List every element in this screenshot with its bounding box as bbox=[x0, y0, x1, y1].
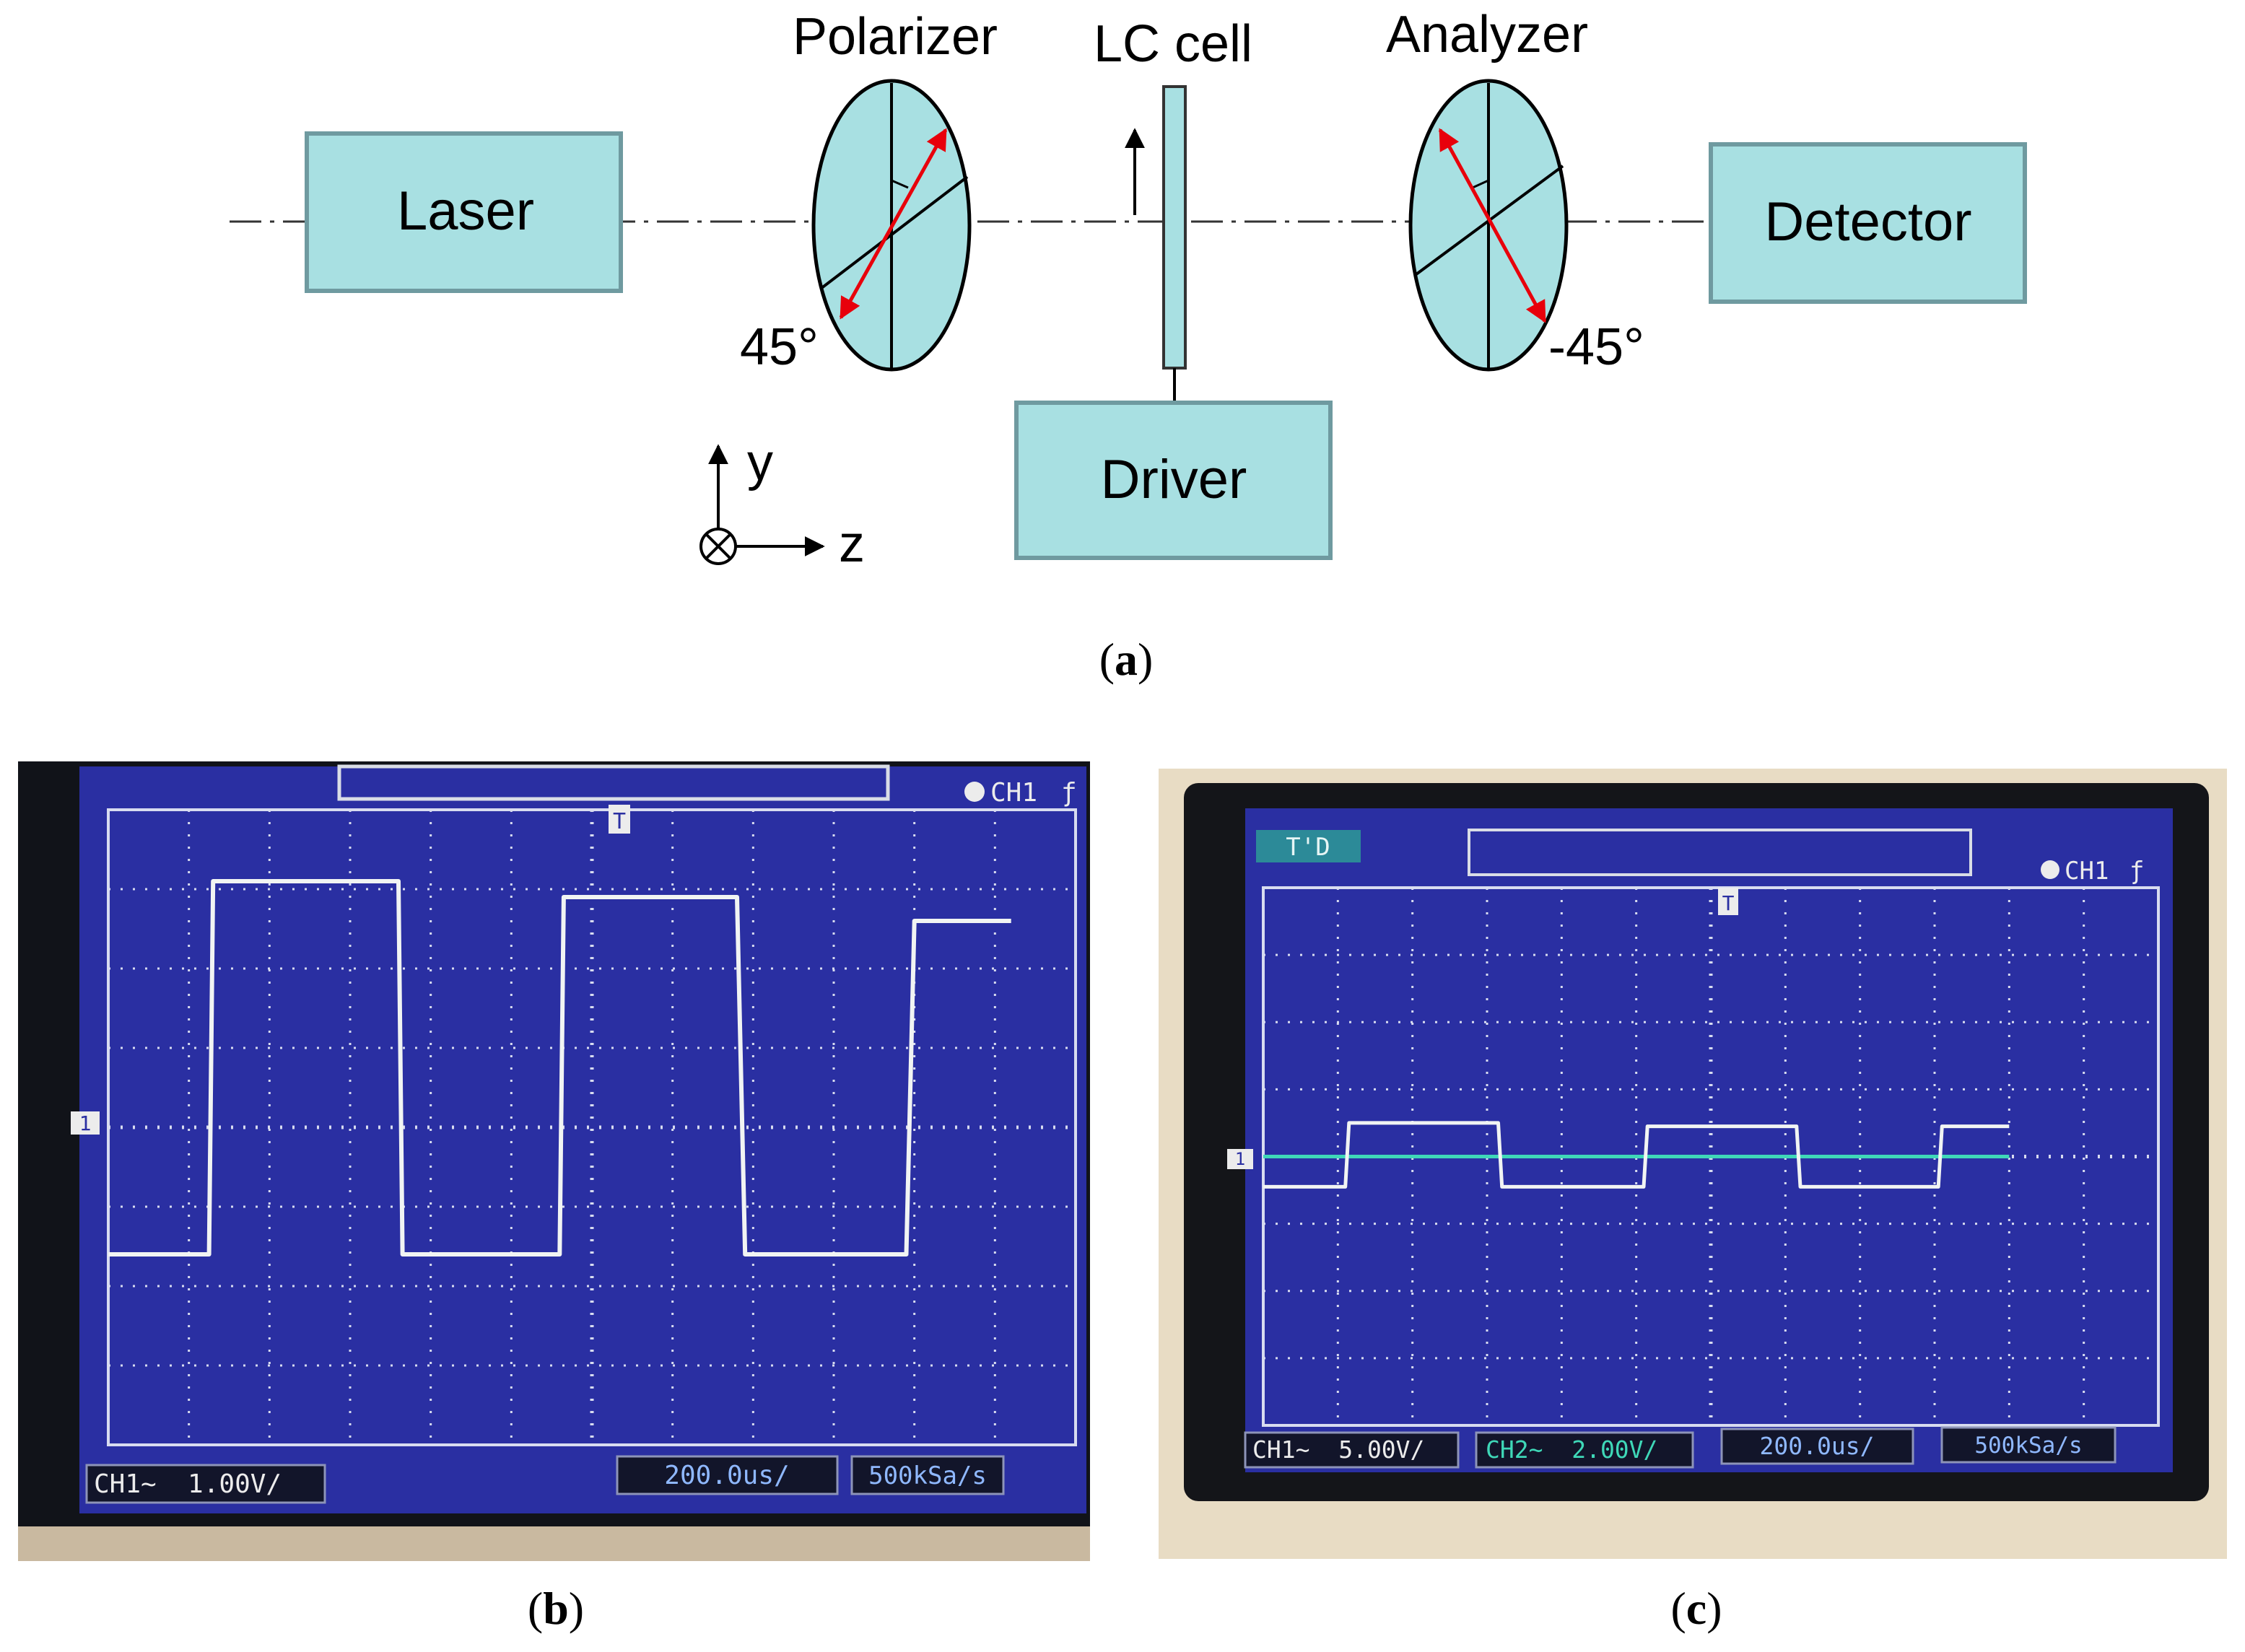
scope-c-mode-indicator: T'D bbox=[1256, 830, 1361, 862]
scope-c-status-bar: CH1~ 5.00V/ CH2~ 2.00V/ 200.0us/ 500kSa/… bbox=[1244, 1426, 2117, 1469]
svg-text:ƒ: ƒ bbox=[1061, 778, 1077, 808]
caption-a: (a) bbox=[1099, 634, 1154, 685]
coordinate-axes: y z bbox=[699, 434, 865, 573]
caption-c: (c) bbox=[1670, 1583, 1722, 1634]
svg-text:CH1: CH1 bbox=[2065, 857, 2109, 886]
svg-text:T: T bbox=[1722, 891, 1735, 915]
scope-b-trigger-marker: T bbox=[609, 805, 630, 834]
lc-cell-label: LC cell bbox=[1094, 15, 1252, 73]
scope-b-ch1-trace bbox=[108, 879, 1011, 1257]
analyzer-polarization-arrow bbox=[1438, 128, 1547, 323]
driver-label: Driver bbox=[1101, 449, 1247, 510]
laser-label: Laser bbox=[397, 180, 534, 242]
lc-cell: LC cell bbox=[1094, 15, 1252, 403]
scope-b-top-info-bar bbox=[337, 764, 890, 801]
scope-c-ch1-marker: 1 bbox=[1227, 1149, 1253, 1169]
oscilloscope-c: T'D CH1 ƒ T 1 CH1~ 5.00V/ CH2~ 2.00V/ 20… bbox=[1159, 769, 2227, 1634]
detector-box: Detector bbox=[1709, 142, 2027, 304]
analyzer: Analyzer -45° bbox=[1386, 6, 1644, 376]
svg-text:T: T bbox=[613, 809, 626, 834]
scope-c-trigger-channel: CH1 ƒ bbox=[2041, 857, 2144, 886]
scope-b-grid bbox=[108, 810, 1076, 1445]
scope-b-trigger-channel: CH1 ƒ bbox=[964, 778, 1077, 808]
scope-c-trigger-marker: T bbox=[1718, 888, 1738, 915]
svg-text:1: 1 bbox=[1235, 1149, 1245, 1169]
optical-setup-diagram: Laser Polarizer 45° LC cell Analyzer -45… bbox=[230, 6, 2027, 685]
axis-z-label: z bbox=[839, 515, 865, 573]
scope-c-screen bbox=[1245, 808, 2173, 1472]
svg-text:1: 1 bbox=[79, 1111, 92, 1135]
scope-c-ch2-readout: CH2~ 2.00V/ bbox=[1486, 1435, 1657, 1464]
detector-label: Detector bbox=[1764, 191, 1971, 253]
polarizer: Polarizer 45° bbox=[740, 8, 998, 376]
svg-text:ƒ: ƒ bbox=[2130, 857, 2144, 886]
driver-box: Driver bbox=[1014, 401, 1333, 560]
scope-c-ch1-trace bbox=[1263, 1121, 2010, 1189]
polarizer-label: Polarizer bbox=[793, 8, 998, 66]
scope-c-sample-rate: 500kSa/s bbox=[1974, 1433, 2082, 1459]
oscilloscope-b: CH1 ƒ T 1 CH1~ 1.00V/ 200.0us/ 500kSa/s … bbox=[18, 761, 1090, 1634]
scope-c-top-info-bar bbox=[1468, 829, 1972, 876]
polarizer-polarization-arrow bbox=[839, 128, 948, 320]
scope-c-ch1-readout: CH1~ 5.00V/ bbox=[1252, 1435, 1424, 1464]
scope-b-timebase: 200.0us/ bbox=[664, 1461, 789, 1490]
axis-y-label: y bbox=[747, 434, 773, 491]
analyzer-angle: -45° bbox=[1548, 318, 1644, 376]
scope-b-status-bar: CH1~ 1.00V/ 200.0us/ 500kSa/s bbox=[85, 1455, 1005, 1504]
caption-b: (b) bbox=[528, 1583, 584, 1634]
scope-b-ch1-marker: 1 bbox=[71, 1111, 100, 1135]
svg-text:T'D: T'D bbox=[1286, 833, 1330, 862]
scope-b-screen bbox=[79, 766, 1086, 1513]
scope-b-sample-rate: 500kSa/s bbox=[868, 1461, 987, 1490]
scope-c-timebase: 200.0us/ bbox=[1760, 1432, 1875, 1460]
analyzer-label: Analyzer bbox=[1386, 6, 1588, 64]
scope-b-ch1-readout: CH1~ 1.00V/ bbox=[94, 1469, 282, 1499]
svg-text:CH1: CH1 bbox=[990, 778, 1037, 808]
polarizer-angle: 45° bbox=[740, 318, 819, 376]
laser-box: Laser bbox=[305, 131, 623, 293]
